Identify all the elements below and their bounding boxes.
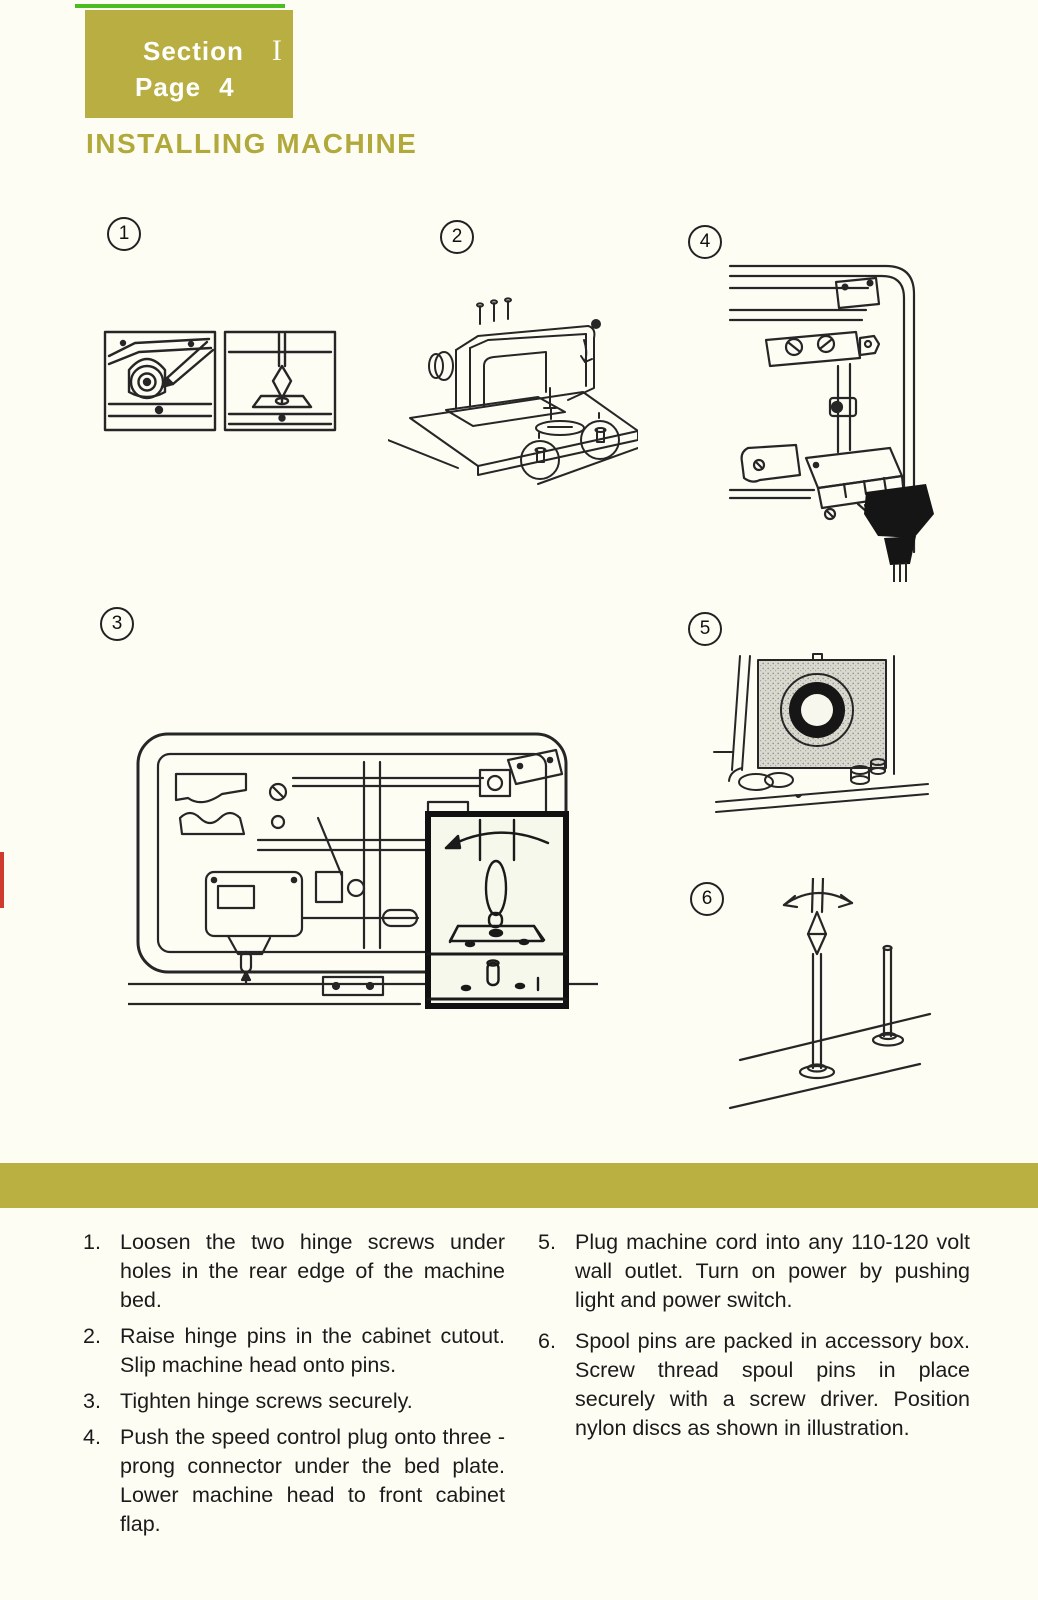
step-number: 1. — [83, 1230, 101, 1254]
figure-5-badge: 5 — [688, 612, 722, 646]
step-text: Tighten hinge screws securely. — [120, 1389, 413, 1413]
top-green-rule — [75, 4, 285, 8]
instructions-left-column: 1. Loosen the two hinge screws under hol… — [83, 1228, 505, 1546]
section-row: Section I — [143, 34, 283, 68]
section-number: I — [271, 34, 283, 67]
figure-3-badge: 3 — [100, 607, 134, 641]
scan-red-artifact — [0, 852, 4, 908]
page-label: Page — [135, 72, 202, 102]
instruction-step: 4. Push the speed control plug onto thre… — [83, 1423, 505, 1539]
speed-control-plug-diagram — [728, 264, 934, 582]
instruction-step: 5. Plug machine cord into any 110-120 vo… — [538, 1228, 970, 1315]
figure-2 — [388, 288, 638, 488]
handwheel-power-switch-diagram — [713, 653, 929, 813]
step-text: Push the speed control plug onto three -… — [120, 1425, 505, 1536]
instructions-right-column: 5. Plug machine cord into any 110-120 vo… — [538, 1228, 970, 1450]
figure-1 — [103, 330, 338, 432]
section-label: Section — [143, 36, 244, 66]
step-number: 2. — [83, 1324, 101, 1348]
step-number: 4. — [83, 1425, 101, 1449]
figure-3 — [128, 722, 598, 1017]
figure-2-badge: 2 — [440, 220, 474, 254]
instruction-step: 2. Raise hinge pins in the cabinet cutou… — [83, 1322, 505, 1380]
figure-1-badge: 1 — [107, 217, 141, 251]
underside-bed-hinge-pin-inset-diagram — [128, 732, 598, 1009]
figure-6 — [712, 878, 942, 1118]
instruction-step: 3. Tighten hinge screws securely. — [83, 1387, 505, 1416]
instruction-step: 6. Spool pins are packed in accessory bo… — [538, 1327, 970, 1443]
hinge-screws-diagram — [103, 330, 337, 432]
section-page-box: Section I Page 4 — [85, 10, 293, 118]
step-number: 3. — [83, 1389, 101, 1413]
instruction-step: 1. Loosen the two hinge screws under hol… — [83, 1228, 505, 1315]
page-row: Page 4 — [135, 72, 235, 103]
page-number: 4 — [219, 72, 235, 102]
spool-pins-diagram — [728, 878, 932, 1110]
step-number: 5. — [538, 1230, 556, 1254]
step-number: 6. — [538, 1329, 556, 1353]
figure-6-badge: 6 — [690, 882, 724, 916]
section-divider-bar — [0, 1163, 1038, 1208]
machine-head-on-cabinet-diagram — [388, 297, 638, 485]
page-title: INSTALLING MACHINE — [86, 128, 418, 159]
step-text: Plug machine cord into any 110-120 volt … — [575, 1230, 970, 1312]
figure-5 — [712, 652, 932, 817]
step-text: Raise hinge pins in the cabinet cutout. … — [120, 1324, 505, 1377]
step-text: Spool pins are packed in accessory box. … — [575, 1329, 970, 1440]
figure-4 — [718, 252, 953, 582]
step-text: Loosen the two hinge screws under holes … — [120, 1230, 505, 1312]
figure-4-badge: 4 — [688, 225, 722, 259]
